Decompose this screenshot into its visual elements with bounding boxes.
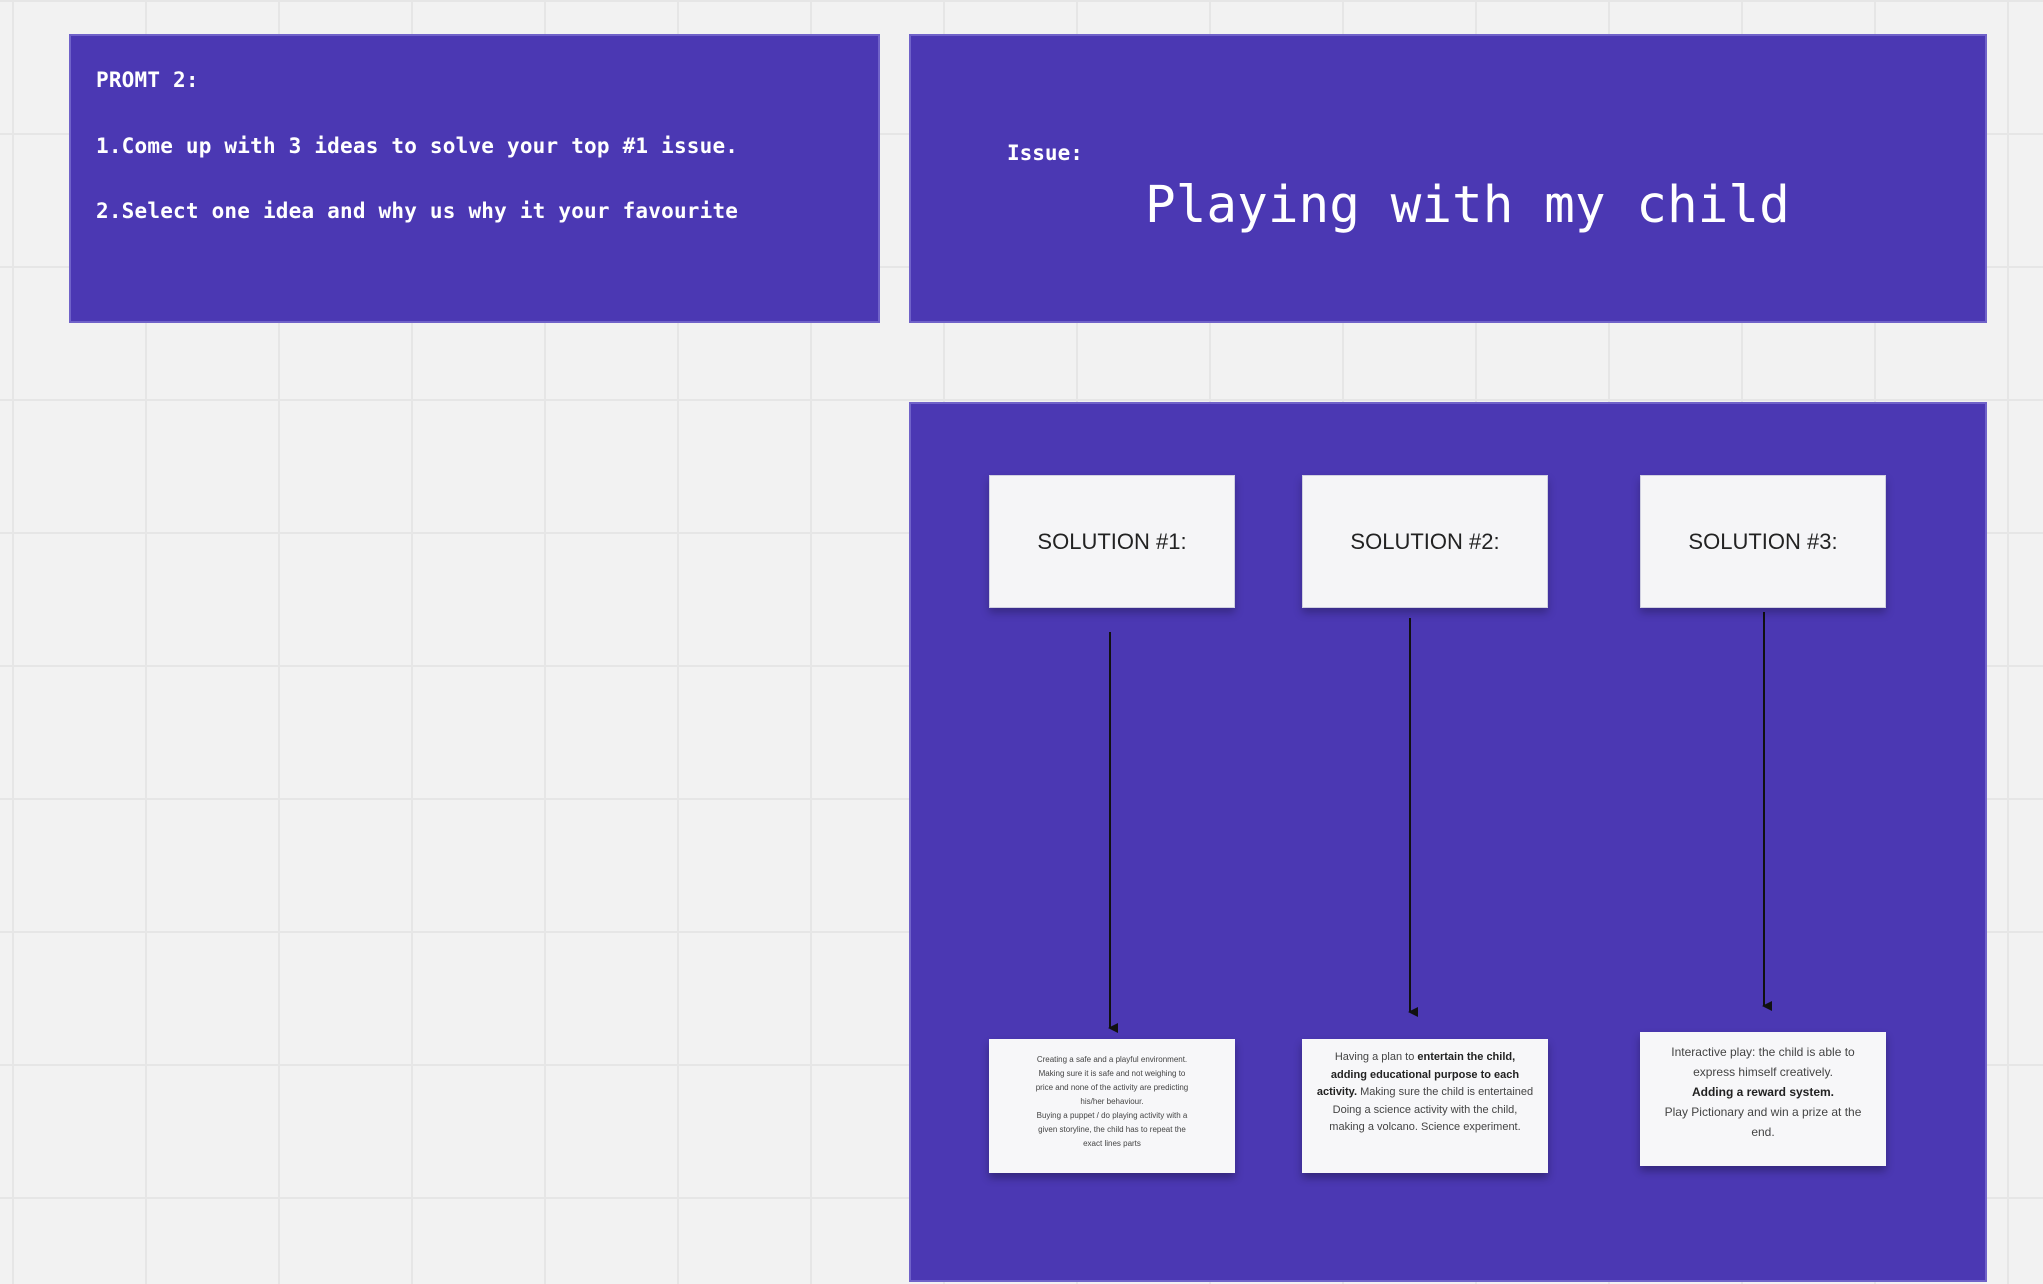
solution-1-heading: SOLUTION #1: xyxy=(1037,528,1187,554)
issue-text: Playing with my child xyxy=(1145,176,1790,235)
solution-2-heading: SOLUTION #2: xyxy=(1350,528,1500,554)
solution-3-heading-card[interactable]: SOLUTION #3: xyxy=(1640,475,1886,608)
solution-3-heading: SOLUTION #3: xyxy=(1688,528,1838,554)
solution-1-note-line: price and none of the activity are predi… xyxy=(1035,1083,1189,1092)
solution-3-note-line-2: Play Pictionary and win a prize at the e… xyxy=(1664,1105,1862,1139)
prompt-item-1: 1.Come up with 3 ideas to solve your top… xyxy=(96,134,739,158)
solution-1-note[interactable]: Creating a safe and a playful environmen… xyxy=(989,1039,1235,1173)
solution-2-note-bold: entertain the child, adding educational … xyxy=(1316,1051,1520,1098)
issue-frame[interactable]: Issue: Playing with my child xyxy=(909,34,1987,323)
prompt-frame[interactable]: PROMT 2: 1.Come up with 3 ideas to solve… xyxy=(69,34,880,323)
prompt-item-2: 2.Select one idea and why us why it your… xyxy=(96,199,739,223)
solution-2-note-intro: Having a plan to xyxy=(1334,1051,1418,1063)
solution-1-note-line: given storyline, the child has to repeat… xyxy=(1038,1125,1186,1134)
prompt-title: PROMT 2: xyxy=(96,68,199,92)
solution-3-note-bold: Adding a reward system. xyxy=(1691,1085,1835,1099)
solution-2-note[interactable]: Having a plan to entertain the child, ad… xyxy=(1302,1039,1548,1173)
solutions-frame[interactable]: SOLUTION #1: SOLUTION #2: SOLUTION #3: C… xyxy=(909,402,1987,1282)
solution-3-note-line-1: Interactive play: the child is able to e… xyxy=(1671,1045,1855,1079)
solution-1-note-line: Making sure it is safe and not weighing … xyxy=(1038,1069,1186,1078)
solution-1-note-line: Creating a safe and a playful environmen… xyxy=(1036,1055,1188,1064)
solution-1-heading-card[interactable]: SOLUTION #1: xyxy=(989,475,1235,608)
solution-2-note-rest: Making sure the child is entertained Doi… xyxy=(1329,1086,1534,1133)
solution-3-note[interactable]: Interactive play: the child is able to e… xyxy=(1640,1032,1886,1166)
solution-1-note-line: Buying a puppet / do playing activity wi… xyxy=(1036,1111,1188,1120)
solution-1-note-line: exact lines parts xyxy=(1083,1139,1141,1148)
issue-label: Issue: xyxy=(1007,141,1083,165)
solution-2-heading-card[interactable]: SOLUTION #2: xyxy=(1302,475,1548,608)
solution-1-note-line: his/her behaviour. xyxy=(1080,1097,1144,1106)
